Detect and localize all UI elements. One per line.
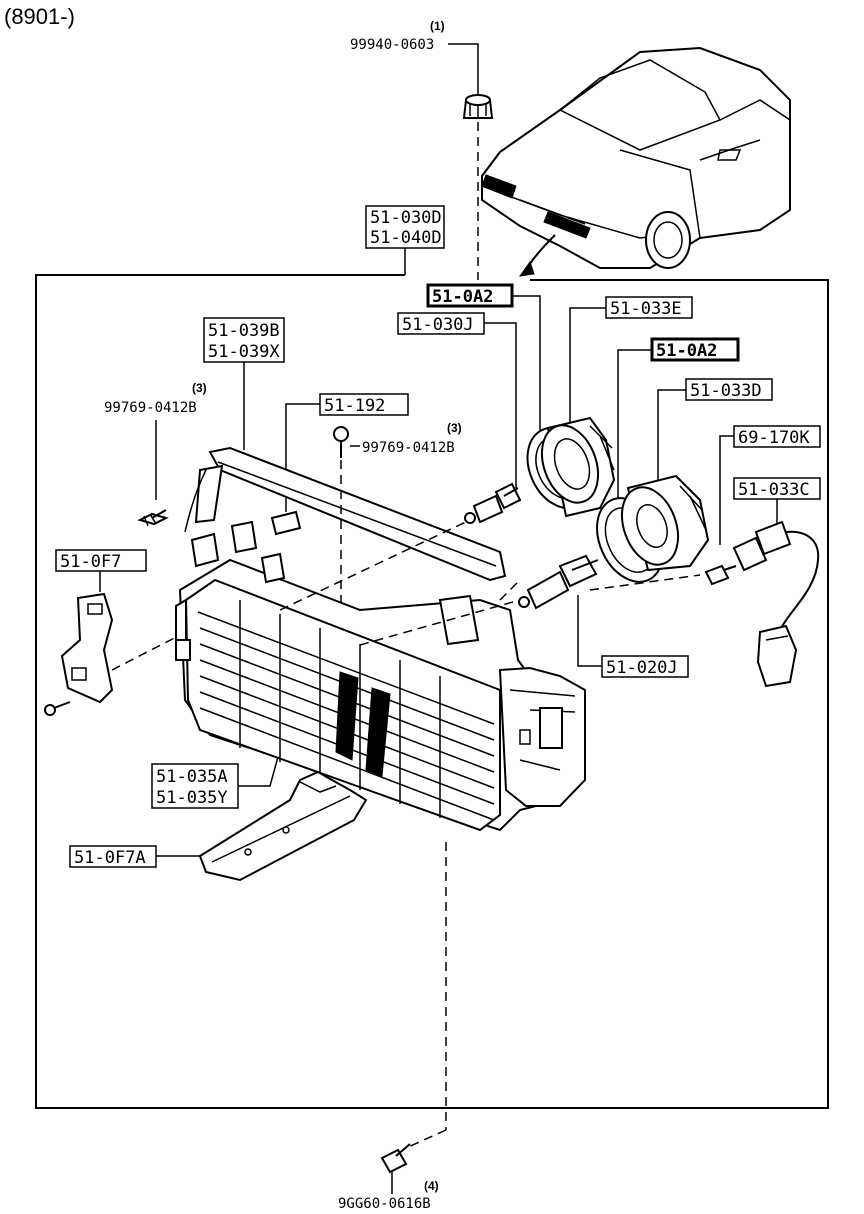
socket-a2-lower-label: 51-0A2: [656, 341, 717, 361]
screw-left-part: [137, 509, 169, 527]
molding-line1: 51-039B: [208, 321, 280, 341]
bolt-bottom-number: 9GG60-0616B: [338, 1196, 431, 1212]
screw-left-qty: (3): [192, 381, 207, 395]
bolt-bottom-qty: (4): [424, 1179, 439, 1193]
lens-line1: 51-035A: [156, 767, 228, 787]
bulb-020j-part: [518, 554, 599, 610]
assembly-label-box: [365, 205, 445, 249]
model-year-title: (8901-): [4, 4, 75, 29]
molding-part: [184, 446, 507, 582]
screw-left-number: 99769-0412B: [104, 400, 197, 416]
bracket-0f7-label: 51-0F7: [60, 552, 121, 572]
bulb-030j-label: 51-030J: [402, 315, 474, 335]
cap-033d-label: 51-033D: [690, 381, 762, 401]
cap-033d-part: [620, 474, 710, 572]
screw-mid-number: 99769-0412B: [362, 440, 455, 456]
lens-line2: 51-035Y: [156, 788, 228, 808]
clip-192-label: 51-192: [324, 396, 385, 416]
nut-top-number: 99940-0603: [350, 37, 434, 53]
molding-line2: 51-039X: [208, 342, 280, 362]
clip-192-part: [270, 510, 302, 536]
socket-a2-upper-label: 51-0A2: [432, 287, 493, 307]
assembly-frame: [35, 274, 829, 1109]
lens-box: [151, 763, 239, 809]
molding-box: [203, 317, 285, 363]
bracket-0f7a-label: 51-0F7A: [74, 848, 146, 868]
car-illustration: [481, 46, 791, 277]
bulb-170k-part: [704, 564, 737, 586]
screw-mid-part: [333, 426, 349, 612]
bolt-left-part: [44, 701, 71, 716]
screw-mid-qty: (3): [447, 421, 462, 435]
assembly-line1: 51-030D: [370, 208, 442, 228]
socket-033c-part: [732, 520, 820, 688]
bulb-030j-part: [464, 482, 522, 524]
cap-033e-label: 51-033E: [610, 299, 682, 319]
nut-top-qty: (1): [430, 19, 445, 33]
nut-part: (1) 99940-0603: [350, 19, 494, 280]
cap-033e-part: [540, 416, 616, 518]
bulb-170k-label: 69-170K: [738, 428, 810, 448]
bracket-0f7-part: [60, 592, 191, 704]
bracket-0f7a-part: [198, 770, 368, 882]
socket-033c-label: 51-033C: [738, 480, 810, 500]
headlamp-housing: [175, 520, 587, 832]
assembly-line2: 51-040D: [370, 228, 442, 248]
bracket-0f7-box: [55, 549, 147, 572]
bulb-020j-label: 51-020J: [606, 658, 678, 678]
bolt-bottom-part: [380, 1143, 411, 1174]
